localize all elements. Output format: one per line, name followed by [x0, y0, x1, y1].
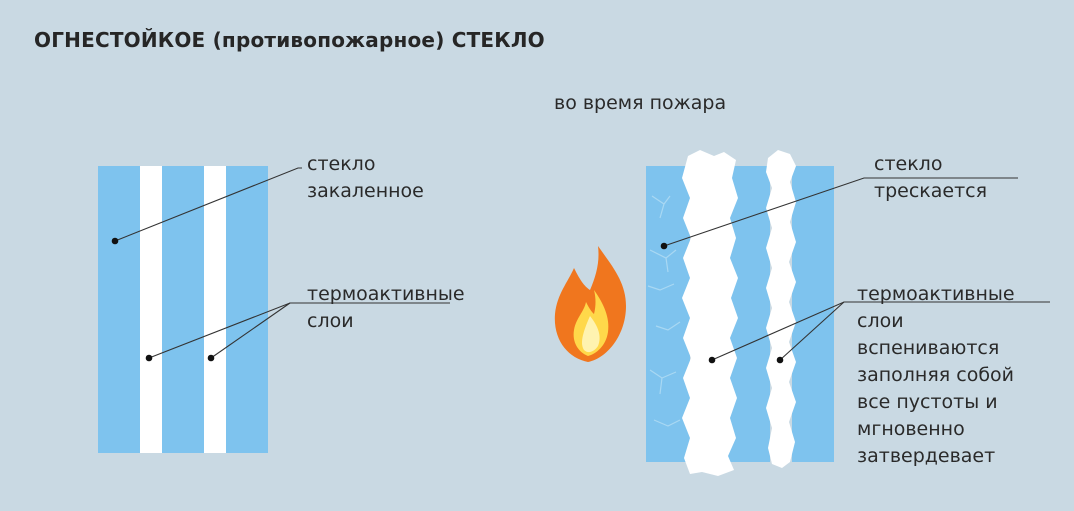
- pointer-dot: [207, 354, 215, 362]
- tempered-glass-label: стекло закаленное: [307, 151, 424, 205]
- cracked-glass-pane: [646, 166, 690, 462]
- label-line: вспениваются: [857, 337, 1000, 359]
- thermoactive-layer: [140, 166, 162, 453]
- label-line: все пустоты и: [857, 391, 998, 413]
- pointer-dot: [776, 356, 784, 364]
- label-line: термоактивные: [857, 283, 1015, 305]
- pointer-dot: [145, 354, 153, 362]
- label-line: слои: [857, 310, 904, 332]
- right-leader-lines: [663, 177, 1050, 361]
- fire-icon: [554, 246, 626, 362]
- foaming-layers-label: термоактивные слои вспениваются заполняя…: [857, 281, 1015, 470]
- label-line: затвердевает: [857, 445, 996, 467]
- glass-pane: [162, 166, 204, 453]
- glass-pane: [226, 166, 268, 453]
- page-title: ОГНЕСТОЙКОЕ (противопожарное) СТЕКЛО: [34, 28, 545, 52]
- pointer-dot: [708, 356, 716, 364]
- foamed-layer: [682, 150, 738, 476]
- label-line: заполняя собой: [857, 364, 1015, 386]
- label-line: закаленное: [307, 180, 424, 202]
- glass-cracks: [647, 195, 681, 427]
- left-leader-lines: [114, 167, 450, 359]
- label-line: слои: [307, 310, 354, 332]
- label-line: термоактивные: [307, 283, 465, 305]
- label-line: мгновенно: [857, 418, 965, 440]
- glass-pane: [792, 166, 834, 462]
- foamed-layer: [766, 150, 796, 468]
- thermoactive-layers-label: термоактивные слои: [307, 281, 465, 335]
- label-line: стекло: [874, 153, 943, 175]
- left-glass-unit: [98, 166, 268, 453]
- pointer-dot: [111, 237, 119, 245]
- right-glass-unit: [646, 150, 834, 476]
- pointer-dot: [660, 242, 668, 250]
- glass-cracks-label: стекло трескается: [874, 151, 987, 205]
- label-line: трескается: [874, 180, 988, 202]
- glass-pane: [98, 166, 140, 453]
- thermoactive-layer: [204, 166, 226, 453]
- label-line: стекло: [307, 153, 376, 175]
- during-fire-subtitle: во время пожара: [554, 92, 727, 114]
